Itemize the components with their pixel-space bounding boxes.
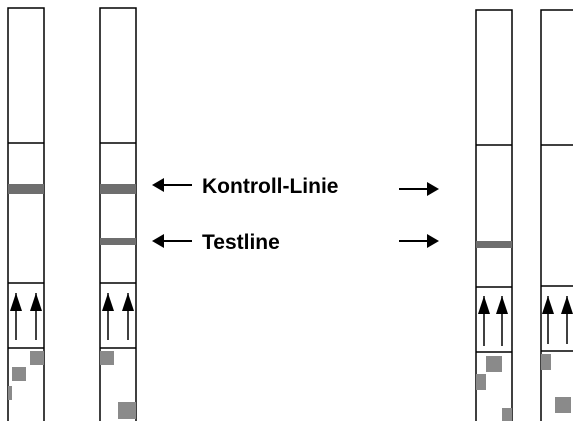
strip-3 bbox=[475, 9, 513, 421]
left-pointer-arrowhead bbox=[152, 234, 164, 248]
right-pointer-arrowhead bbox=[427, 234, 439, 248]
flow-arrowhead bbox=[30, 293, 42, 311]
control-line-annotation: Kontroll-Linie bbox=[152, 175, 439, 198]
test-line-label: Testline bbox=[202, 231, 280, 254]
sample-square bbox=[502, 408, 512, 421]
flow-arrowhead bbox=[496, 296, 508, 314]
left-pointer-arrowhead bbox=[152, 178, 164, 192]
flow-arrowhead bbox=[102, 293, 114, 311]
control-line-band bbox=[8, 184, 44, 194]
sample-square bbox=[555, 397, 571, 413]
strip-1 bbox=[7, 7, 45, 421]
strip-outline bbox=[540, 9, 573, 421]
sample-square bbox=[476, 374, 486, 390]
control-line-band bbox=[100, 184, 136, 194]
strip-4 bbox=[540, 9, 573, 421]
sample-square bbox=[118, 402, 136, 419]
sample-square bbox=[8, 386, 12, 400]
flow-arrowhead bbox=[10, 293, 22, 311]
sample-square bbox=[100, 351, 114, 365]
sample-square bbox=[541, 354, 551, 370]
flow-arrowhead bbox=[478, 296, 490, 314]
sample-square bbox=[486, 356, 502, 372]
sample-square bbox=[12, 367, 26, 381]
flow-arrowhead bbox=[122, 293, 134, 311]
test-line-band bbox=[476, 241, 512, 248]
strip-outline bbox=[7, 7, 45, 421]
test-line-band bbox=[100, 238, 136, 245]
control-line-label: Kontroll-Linie bbox=[202, 175, 338, 198]
flow-arrowhead bbox=[542, 296, 554, 314]
flow-arrowhead bbox=[561, 296, 573, 314]
sample-square bbox=[30, 351, 44, 365]
strip-2 bbox=[99, 7, 137, 421]
right-pointer-arrowhead bbox=[427, 182, 439, 196]
test-line-annotation: Testline bbox=[152, 231, 439, 254]
